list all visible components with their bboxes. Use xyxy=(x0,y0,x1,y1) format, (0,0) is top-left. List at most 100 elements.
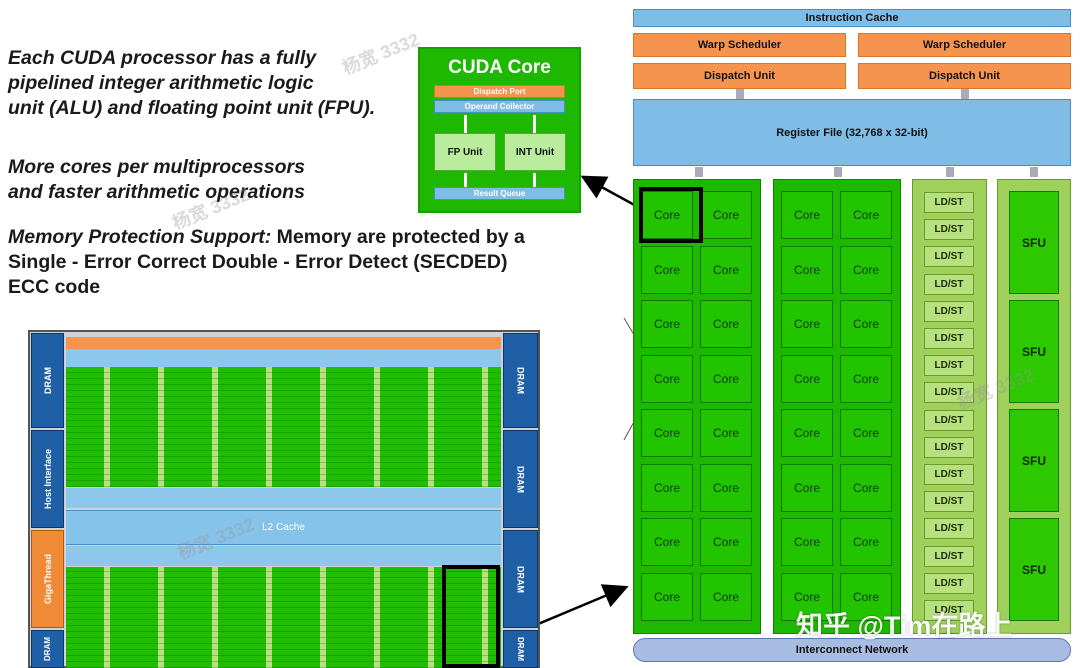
core-cell: Core xyxy=(840,354,892,403)
text-line: pipelined integer arithmetic logic xyxy=(8,72,314,94)
core-cell: Core xyxy=(700,409,752,457)
core-cell: Core xyxy=(641,409,693,457)
text-para-1: Each CUDA processor has a fully pipeline… xyxy=(8,46,375,121)
fp-unit: FP Unit xyxy=(434,133,496,171)
cuda-core-title: CUDA Core xyxy=(448,57,551,78)
ldst-unit: LD/ST xyxy=(924,219,974,241)
core-cell: Core xyxy=(641,518,693,566)
text-line: Single - Error Correct Double - Error De… xyxy=(8,251,508,273)
text-line: Memory Protection Support: Memory are pr… xyxy=(8,226,525,248)
sfu-unit: SFU xyxy=(1009,409,1059,512)
core-cell: Core xyxy=(641,463,693,512)
core-cell: Core xyxy=(840,518,892,566)
dispatch-unit-2: Dispatch Unit xyxy=(858,63,1071,89)
text-para-2: More cores per multiprocessors and faste… xyxy=(8,155,305,205)
dram-right-3: DRAM xyxy=(503,530,538,628)
arrow-reg-1 xyxy=(695,167,703,177)
core-cell: Core xyxy=(641,300,693,348)
core-cell: Core xyxy=(840,572,892,621)
dram-label: DRAM xyxy=(42,367,53,394)
core-cell: Core xyxy=(700,245,752,294)
warp-scheduler-2: Warp Scheduler xyxy=(858,33,1071,57)
register-file: Register File (32,768 x 32-bit) xyxy=(633,99,1071,166)
dram-label: DRAM xyxy=(516,637,525,661)
dram-label: DRAM xyxy=(43,637,52,661)
dram-right-1: DRAM xyxy=(503,333,538,428)
arrow-int-in xyxy=(533,115,536,133)
core-highlight-box xyxy=(639,187,703,243)
arrow-fp-in xyxy=(464,115,467,133)
dram-label: DRAM xyxy=(515,465,526,493)
arrow-core-to-inset xyxy=(580,175,641,210)
core-cell: Core xyxy=(781,518,833,566)
core-cell: Core xyxy=(641,245,693,294)
sm-row-top-blue xyxy=(66,349,501,367)
interconnect-network: Interconnect Network xyxy=(633,638,1071,662)
sm-row-mid-blue xyxy=(66,488,501,508)
core-cell: Core xyxy=(781,245,833,294)
core-cell: Core xyxy=(840,409,892,457)
instruction-cache: Instruction Cache xyxy=(633,9,1071,27)
ldst-unit: LD/ST xyxy=(924,246,974,268)
core-cell: Core xyxy=(641,354,693,403)
core-cell: Core xyxy=(700,191,752,239)
ldst-unit: LD/ST xyxy=(924,273,974,295)
ldst-unit: LD/ST xyxy=(924,192,974,213)
dram-label: DRAM xyxy=(515,367,526,394)
dispatch-port: Dispatch Port xyxy=(434,85,565,98)
core-cell: Core xyxy=(781,191,833,239)
core-cell: Core xyxy=(700,300,752,348)
core-cell: Core xyxy=(700,463,752,512)
arrow-reg-2 xyxy=(834,167,842,177)
ldst-unit: LD/ST xyxy=(924,491,974,513)
core-cell: Core xyxy=(781,572,833,621)
ldst-unit: LD/ST xyxy=(924,464,974,485)
core-cell: Core xyxy=(641,572,693,621)
dram-right-2: DRAM xyxy=(503,430,538,528)
dram-right-4: DRAM xyxy=(503,630,538,668)
sm-row-top-orange xyxy=(66,337,501,349)
sm-row-mid-blue xyxy=(66,546,501,566)
operand-collector: Operand Collector xyxy=(434,100,565,113)
arrow-reg-4 xyxy=(1030,167,1038,177)
text-line: ECC code xyxy=(8,276,101,298)
core-cell: Core xyxy=(700,354,752,403)
core-cell: Core xyxy=(840,191,892,239)
ldst-unit: LD/ST xyxy=(924,600,974,621)
brand-watermark: 知乎 @Tim在路上 xyxy=(796,611,1013,641)
core-cell: Core xyxy=(641,191,693,239)
sm-array-bottom xyxy=(66,567,501,668)
warp-scheduler-1: Warp Scheduler xyxy=(633,33,846,57)
dram-left-1: DRAM xyxy=(31,333,64,428)
sfu-unit: SFU xyxy=(1009,518,1059,621)
dram-label: DRAM xyxy=(515,565,526,593)
core-cell: Core xyxy=(781,409,833,457)
text-line: More cores per multiprocessors xyxy=(8,156,305,178)
core-cell: Core xyxy=(840,245,892,294)
ldst-unit: LD/ST xyxy=(924,328,974,349)
arrow-dispatch-2 xyxy=(961,89,969,99)
core-cell: Core xyxy=(781,463,833,512)
ldst-unit: LD/ST xyxy=(924,572,974,594)
core-cell: Core xyxy=(840,300,892,348)
sfu-unit: SFU xyxy=(1009,300,1059,403)
core-cell: Core xyxy=(700,518,752,566)
arrow-reg-3 xyxy=(946,167,954,177)
core-cell: Core xyxy=(700,572,752,621)
dispatch-unit-1: Dispatch Unit xyxy=(633,63,846,89)
ldst-unit: LD/ST xyxy=(924,382,974,404)
host-interface: Host Interface xyxy=(31,430,64,528)
arrow-dispatch-1 xyxy=(736,89,744,99)
text-line: unit (ALU) and floating point unit (FPU)… xyxy=(8,97,376,119)
arrow-int-out xyxy=(533,173,536,187)
result-queue: Result Queue xyxy=(434,187,565,200)
watermark: 杨宽 3332 xyxy=(339,29,423,79)
gigathread: GigaThread xyxy=(31,530,64,628)
text-line: and faster arithmetic operations xyxy=(8,181,305,203)
dram-left-2: DRAM xyxy=(31,630,64,668)
core-cell: Core xyxy=(781,300,833,348)
ldst-unit: LD/ST xyxy=(924,436,974,458)
text-para-3: Memory Protection Support: Memory are pr… xyxy=(8,225,525,300)
gigathread-label: GigaThread xyxy=(42,553,53,604)
core-cell: Core xyxy=(781,354,833,403)
